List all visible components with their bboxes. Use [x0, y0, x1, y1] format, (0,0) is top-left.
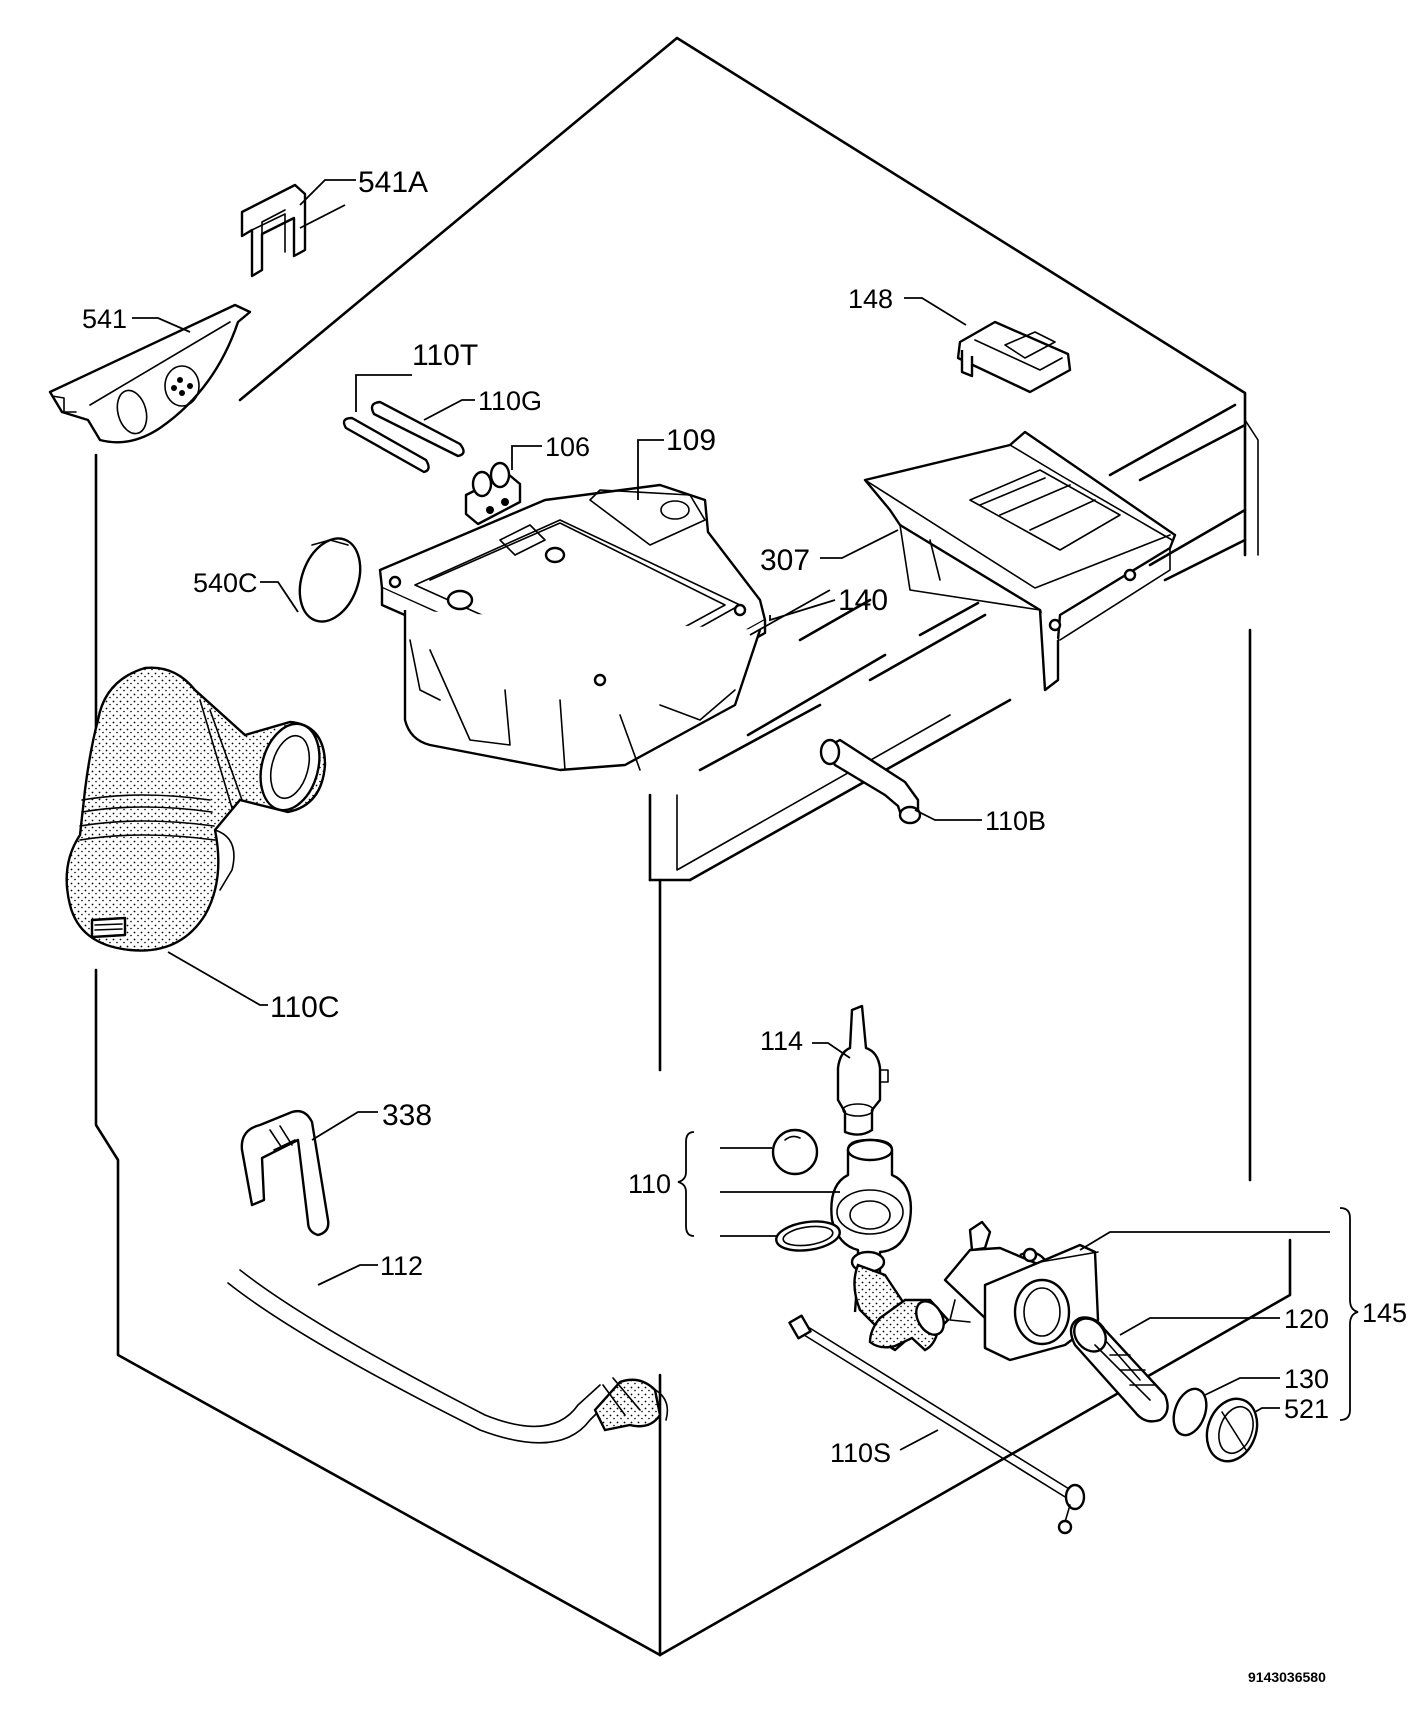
- label-110: 110: [628, 1169, 671, 1199]
- part-110-ball: [771, 1128, 819, 1176]
- part-541a-clip: [240, 183, 307, 278]
- part-307-drawer: [863, 430, 1177, 692]
- leader-110b: [914, 809, 982, 821]
- part-114-pressure-chamber: [836, 1004, 889, 1136]
- label-540c: 540C: [193, 568, 258, 598]
- leader-148: [904, 297, 967, 326]
- leader-110g: [423, 399, 475, 421]
- part-106-valve: [464, 461, 522, 526]
- label-109: 109: [666, 424, 716, 457]
- label-120: 120: [1284, 1304, 1329, 1334]
- leader-541: [132, 317, 191, 333]
- label-541a: 541A: [358, 166, 428, 199]
- part-110g-hose: [370, 400, 465, 458]
- leader-145-pump: [1079, 1231, 1330, 1251]
- label-338: 338: [382, 1099, 432, 1132]
- label-145: 145: [1362, 1298, 1407, 1328]
- leader-110s: [899, 1429, 939, 1451]
- label-110s: 110S: [830, 1438, 891, 1468]
- part-drain-pump-hose: [853, 1263, 950, 1352]
- part-110s-rod: [788, 1314, 1086, 1535]
- part-148-cap: [956, 320, 1072, 394]
- label-110b: 110B: [985, 806, 1046, 836]
- label-130: 130: [1284, 1364, 1329, 1394]
- part-145-pump-body: [943, 1220, 1100, 1362]
- label-541: 541: [82, 304, 127, 334]
- leader-130: [1204, 1377, 1280, 1396]
- leader-307: [820, 529, 899, 559]
- label-112: 112: [380, 1251, 423, 1281]
- part-112-drain-hose: [227, 1269, 669, 1444]
- leader-109: [637, 439, 664, 500]
- part-110-ring: [775, 1220, 841, 1252]
- cabinet-outline: [94, 36, 1292, 1657]
- leader-110c: [167, 951, 268, 1006]
- label-110g: 110G: [478, 386, 542, 416]
- part-110c-elbow-hose: [65, 666, 327, 952]
- label-110t: 110T: [412, 339, 478, 372]
- leader-110t: [355, 374, 412, 412]
- label-140: 140: [838, 584, 888, 617]
- part-521-cap: [1205, 1397, 1259, 1463]
- leader-140: [749, 589, 836, 636]
- leader-338: [311, 1111, 378, 1141]
- leader-541a: [299, 179, 356, 229]
- part-110t-hose: [342, 416, 430, 474]
- leader-114: [812, 1042, 851, 1059]
- part-338-clip: [240, 1109, 330, 1237]
- label-114: 114: [760, 1026, 803, 1056]
- part-labels: 541A 541 110T 110G 106 109 148 307 140 5…: [82, 166, 1407, 1685]
- label-521: 521: [1284, 1394, 1329, 1424]
- leader-110-group: [677, 1131, 840, 1237]
- label-148: 148: [848, 284, 893, 314]
- label-106: 106: [545, 432, 590, 462]
- label-110c: 110C: [270, 991, 340, 1024]
- part-541-bracket: [48, 303, 252, 444]
- leader-106: [511, 445, 542, 470]
- part-120-filter: [1069, 1316, 1169, 1423]
- leader-521: [1254, 1407, 1280, 1413]
- leader-540c: [260, 581, 299, 613]
- part-540c-ring: [298, 537, 362, 623]
- part-110b-hose: [819, 738, 922, 825]
- leader-120: [1119, 1317, 1280, 1336]
- drawing-number: 9143036580: [1248, 1669, 1326, 1685]
- label-307: 307: [760, 544, 810, 577]
- leader-112: [317, 1264, 378, 1286]
- bracket-145: [1339, 1207, 1359, 1421]
- part-109-dispenser-housing: [378, 483, 767, 772]
- part-130-oring: [1172, 1387, 1208, 1437]
